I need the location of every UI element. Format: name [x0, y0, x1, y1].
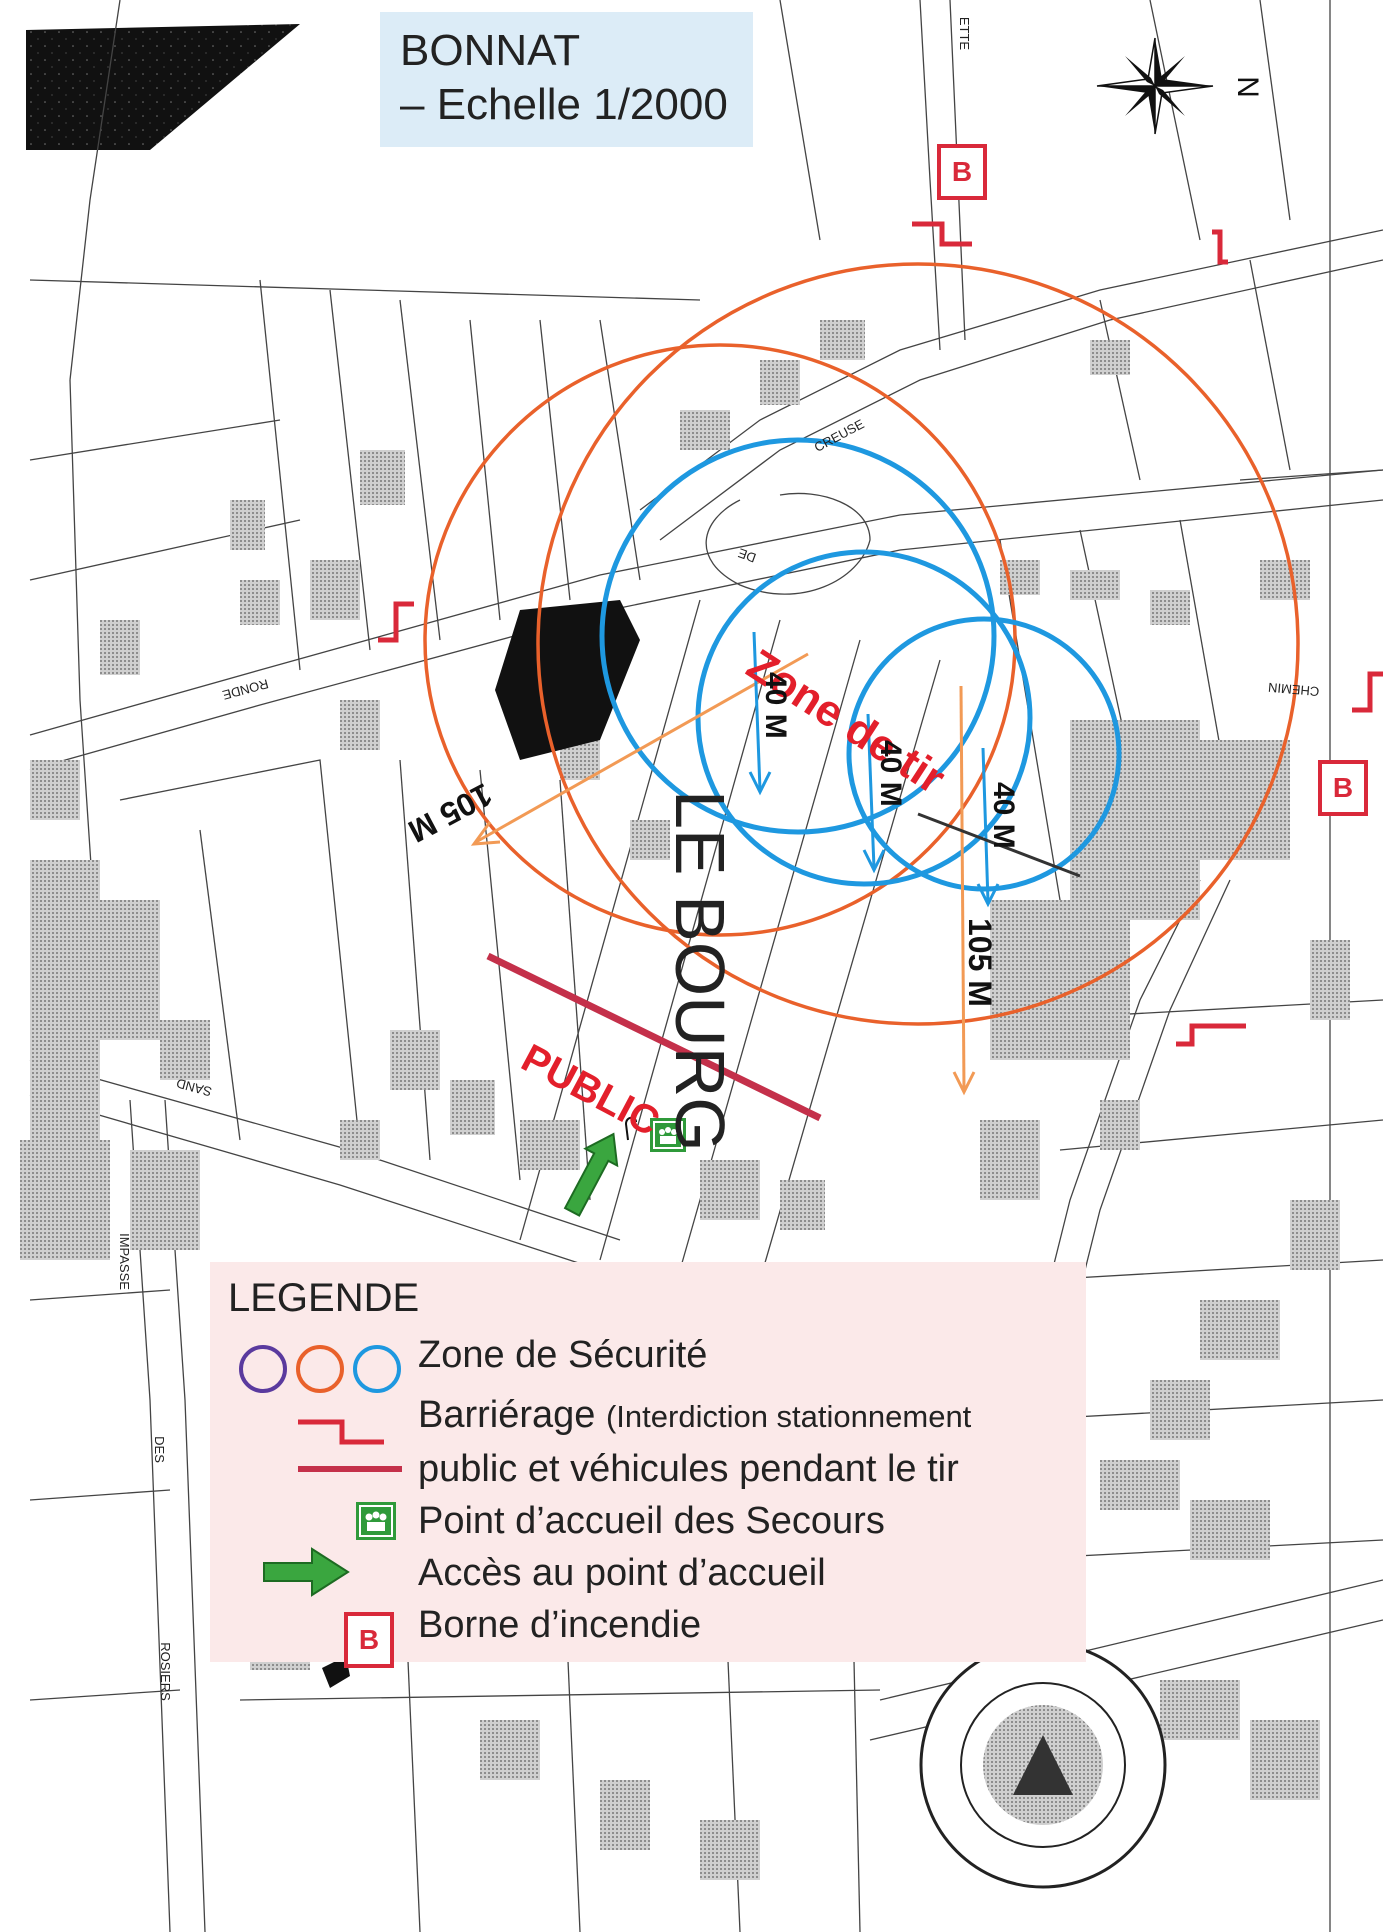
- black-fragment: [322, 1656, 350, 1688]
- blue-circle-1: [599, 437, 997, 835]
- rescue-point-icon: [650, 1118, 686, 1152]
- compass-rose-icon: [1096, 37, 1214, 135]
- access-arrow-icon: [563, 1132, 619, 1217]
- legend-borne: Borne d’incendie: [418, 1604, 702, 1646]
- hydrant-b-icon: B: [344, 1612, 394, 1668]
- legend-barrierage: Barriérage (Interdiction stationnement: [418, 1394, 971, 1437]
- legend-barrierage-note: (Interdiction stationnement: [605, 1399, 972, 1434]
- orange-circle-left: [423, 343, 1017, 937]
- blue-circle-3: [846, 616, 1122, 892]
- distance-40-c-label: 40 M: [987, 782, 1020, 849]
- street-des: DES: [151, 1436, 167, 1463]
- hydrant-b-top: B: [937, 144, 987, 200]
- hydrant-b-right: B: [1318, 760, 1368, 816]
- distance-105-right-label: 105 M: [962, 918, 998, 1007]
- black-plot: [495, 600, 640, 760]
- legend-zone-securite: Zone de Sécurité: [418, 1334, 708, 1376]
- map-scale: – Echelle 1/2000: [400, 80, 728, 129]
- barrier-step-icon: [298, 1419, 384, 1445]
- street-impasse: IMPASSE: [116, 1233, 132, 1290]
- legend-point-accueil: Point d’accueil des Secours: [418, 1500, 885, 1542]
- orange-circle-right: [536, 262, 1300, 1026]
- distance-40-a-label: 40 M: [759, 672, 792, 739]
- title-box: [380, 12, 753, 147]
- public-barrier-line: [486, 952, 822, 1122]
- street-ette: ETTE: [957, 16, 973, 51]
- rescue-point-legend-icon: [356, 1502, 396, 1540]
- mairie-seal: [919, 1641, 1167, 1889]
- lane: [705, 492, 871, 595]
- legend-title: LEGENDE: [228, 1276, 420, 1320]
- barrier-line-icon: [298, 1466, 402, 1472]
- map-title: BONNAT: [400, 26, 581, 75]
- north-label: N: [1230, 76, 1264, 98]
- le-bourg-label: LE BOURG: [661, 790, 739, 1152]
- green-arrow-icon: [263, 1547, 350, 1597]
- legend-box: [210, 1262, 1086, 1662]
- dark-field: [26, 24, 300, 150]
- barrier-steps: [378, 221, 1383, 1047]
- street-rosiers: ROSIERS: [157, 1642, 173, 1701]
- distance-arrows: [470, 631, 1081, 1096]
- distance-40-b-label: 40 M: [874, 740, 907, 807]
- small-hook: [624, 1116, 637, 1141]
- legend-barrierage-label: Barriérage: [418, 1394, 596, 1436]
- legend-acces: Accès au point d’accueil: [418, 1552, 826, 1594]
- legend-public-vehicules: public et véhicules pendant le tir: [418, 1448, 959, 1490]
- safety-zone-circles: [423, 262, 1300, 1026]
- buildings: [20, 320, 1350, 1880]
- three-circles-icon: [239, 1345, 401, 1393]
